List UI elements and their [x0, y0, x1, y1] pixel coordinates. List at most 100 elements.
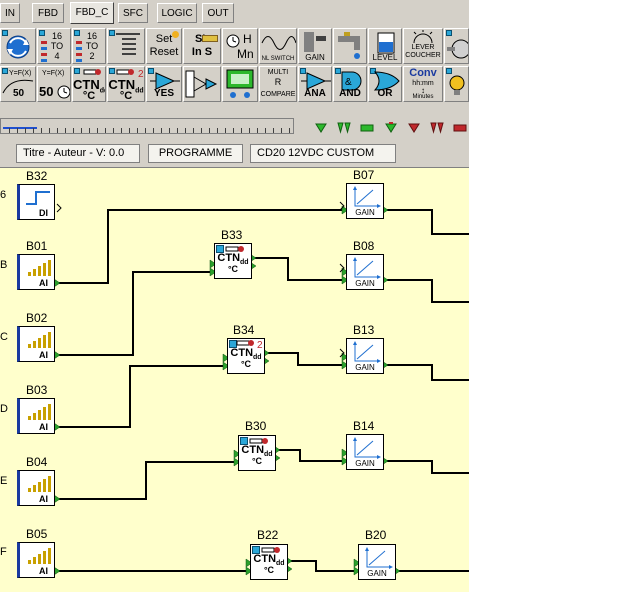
gain-b20-block[interactable]: GAIN — [358, 544, 396, 580]
input-b03-type: AI — [39, 422, 48, 432]
ctn-b22-block[interactable]: CTNdd °C — [250, 544, 288, 580]
connection-port-icon[interactable] — [245, 558, 253, 568]
tool-function-50[interactable]: Y=F(X) 50 — [0, 66, 36, 102]
timeline-scrollbar[interactable] — [0, 118, 294, 134]
tool-multi-compare[interactable]: MULTI R COMPARE — [259, 66, 297, 102]
wire[interactable] — [386, 279, 469, 303]
wire[interactable] — [254, 257, 344, 281]
ctn-b30-block[interactable]: CTNdd °C — [238, 435, 276, 471]
tool-function-50-clock[interactable]: Y=F(X) 50 — [37, 66, 71, 102]
input-b05-block[interactable]: AI — [17, 542, 55, 578]
tool-set-reset[interactable]: Set Reset — [146, 28, 182, 64]
timeline-tick — [25, 128, 26, 133]
tool-16-to-4[interactable]: 16 TO 4 — [37, 28, 71, 64]
tool-level[interactable]: LEVEL — [368, 28, 402, 64]
tab-sfc[interactable]: SFC — [118, 3, 148, 23]
tool-faucet[interactable] — [333, 28, 367, 64]
tool-or[interactable]: OR — [368, 66, 402, 102]
tool-yes[interactable]: YES — [146, 66, 182, 102]
input-b04-block[interactable]: AI — [17, 470, 55, 506]
tab-in[interactable]: IN — [0, 3, 20, 23]
input-b32-block[interactable]: DI — [17, 184, 55, 220]
nav-stop-red-2-icon[interactable] — [430, 122, 444, 134]
tool-bit-array[interactable] — [107, 28, 145, 64]
wire[interactable] — [290, 560, 356, 572]
connection-port-icon[interactable] — [222, 353, 230, 363]
wire[interactable] — [278, 449, 344, 462]
connection-port-icon[interactable] — [233, 449, 241, 459]
timeline-tick — [193, 128, 194, 133]
connection-port-icon[interactable] — [341, 456, 349, 466]
timeline-tick — [153, 128, 154, 133]
tool-lever-coucher[interactable]: LEVER COUCHER — [403, 28, 443, 64]
connection-port-icon[interactable] — [341, 267, 349, 277]
wire[interactable] — [58, 271, 212, 356]
tool-reset-label: Reset — [149, 46, 179, 58]
connection-port-icon[interactable] — [341, 352, 349, 362]
tool-timer[interactable]: H Mn — [222, 28, 258, 64]
ctn-b22-label: B22 — [257, 528, 279, 542]
tool-ctn-2[interactable]: 2 CTNdd °C — [107, 66, 145, 102]
tool-multiplexer[interactable] — [183, 66, 221, 102]
tab-out[interactable]: OUT — [202, 3, 234, 23]
tool-ana[interactable]: ANA — [298, 66, 332, 102]
connection-port-icon[interactable] — [341, 205, 349, 215]
connection-port-icon[interactable] — [353, 558, 361, 568]
switch-selector-icon — [185, 70, 218, 98]
connection-port-icon[interactable] — [353, 566, 361, 576]
nav-step-icon[interactable] — [384, 122, 398, 134]
connection-port-icon[interactable] — [341, 448, 349, 458]
tab-fbd-c[interactable]: FBD_C — [70, 2, 114, 24]
gain-b07-block[interactable]: GAIN — [346, 183, 384, 219]
tool-conv[interactable]: Conv hh:mm ↕ Minutes — [403, 66, 443, 102]
nav-down-icon[interactable] — [314, 122, 328, 134]
connection-port-icon[interactable] — [245, 566, 253, 576]
input-b01-block[interactable]: AI — [17, 254, 55, 290]
tab-fbd[interactable]: FBD — [32, 3, 64, 23]
wire[interactable] — [58, 209, 344, 284]
program-field[interactable]: PROGRAMME — [148, 144, 243, 163]
tool-more-2[interactable] — [444, 66, 469, 102]
connection-port-icon[interactable] — [341, 275, 349, 285]
input-b02-block[interactable]: AI — [17, 326, 55, 362]
title-author-field[interactable]: Titre - Auteur - V: 0.0 — [16, 144, 140, 163]
wire[interactable] — [386, 364, 469, 381]
tool-ctn-1[interactable]: CTNdd °C — [72, 66, 106, 102]
connection-port-icon[interactable] — [209, 259, 217, 269]
wire[interactable] — [267, 352, 344, 366]
wire[interactable] — [386, 209, 469, 235]
tool-gain-meter[interactable]: GAIN — [298, 28, 332, 64]
nav-stop-red-3-icon[interactable] — [453, 122, 467, 134]
tool-more-1[interactable] — [444, 28, 469, 64]
tool-coucher-label: COUCHER — [405, 52, 441, 59]
tab-logic[interactable]: LOGIC — [157, 3, 197, 23]
ctn-b34-label: B34 — [233, 323, 255, 337]
wire[interactable] — [58, 461, 236, 500]
nav-stop-red-icon[interactable] — [407, 122, 421, 134]
tool-display[interactable] — [222, 66, 258, 102]
ctn-b33-block[interactable]: CTNdd °C — [214, 243, 252, 279]
fbd-canvas[interactable]: 6 B C D E F B32 DI B01 AI B02 AI B03 AI … — [0, 167, 469, 592]
gain-b08-block[interactable]: GAIN — [346, 254, 384, 290]
input-b03-block[interactable]: AI — [17, 398, 55, 434]
device-field[interactable]: CD20 12VDC CUSTOM — [250, 144, 396, 163]
timeline-thumb[interactable] — [3, 127, 37, 129]
tool-16-to-2[interactable]: 16 TO 2 — [72, 28, 106, 64]
tool-and[interactable]: & AND — [333, 66, 367, 102]
connection-port-icon[interactable] — [341, 360, 349, 370]
wire[interactable] — [386, 460, 469, 474]
connection-port-icon[interactable] — [222, 361, 230, 371]
timeline-tick — [185, 128, 186, 133]
block-mark-icon — [446, 30, 452, 36]
connection-port-icon[interactable] — [209, 267, 217, 277]
tool-rotation[interactable] — [0, 28, 36, 64]
tool-nl-switch[interactable]: NL SWITCH — [259, 28, 297, 64]
nav-swap-icon[interactable] — [360, 122, 374, 134]
tool-sl-in-s[interactable]: SL In S — [183, 28, 221, 64]
ctn-b34-block[interactable]: 2 CTNdd °C — [227, 338, 265, 374]
gain-b13-block[interactable]: GAIN — [346, 338, 384, 374]
gain-b14-block[interactable]: GAIN — [346, 434, 384, 470]
wire[interactable] — [58, 365, 225, 428]
nav-down-all-icon[interactable] — [337, 122, 351, 134]
connection-port-icon[interactable] — [233, 457, 241, 467]
